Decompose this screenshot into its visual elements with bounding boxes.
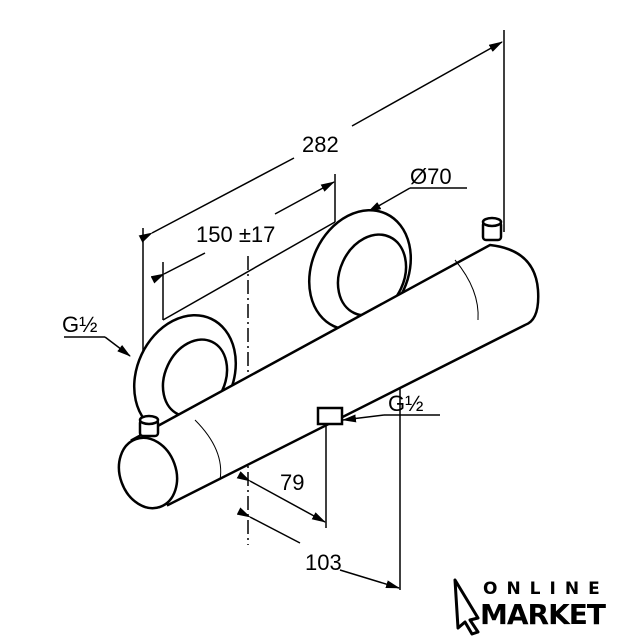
dim-inlet-spacing: 150 ±17 — [196, 222, 275, 247]
dim-depth: 103 — [305, 550, 342, 575]
cursor-icon — [453, 578, 480, 636]
online-market-logo: ONLINE MARKET — [453, 578, 609, 636]
dim-overall-length: 282 — [302, 132, 339, 157]
dim-inlet-thread: G½ — [62, 312, 97, 337]
svg-text:ONLINE: ONLINE — [483, 579, 609, 599]
mixer-body — [117, 209, 540, 510]
dim-outlet-offset: 79 — [280, 470, 304, 495]
svg-text:MARKET: MARKET — [480, 598, 606, 631]
dim-outlet-thread: G½ — [388, 391, 423, 416]
dim-flange-diameter: Ø70 — [410, 164, 452, 189]
